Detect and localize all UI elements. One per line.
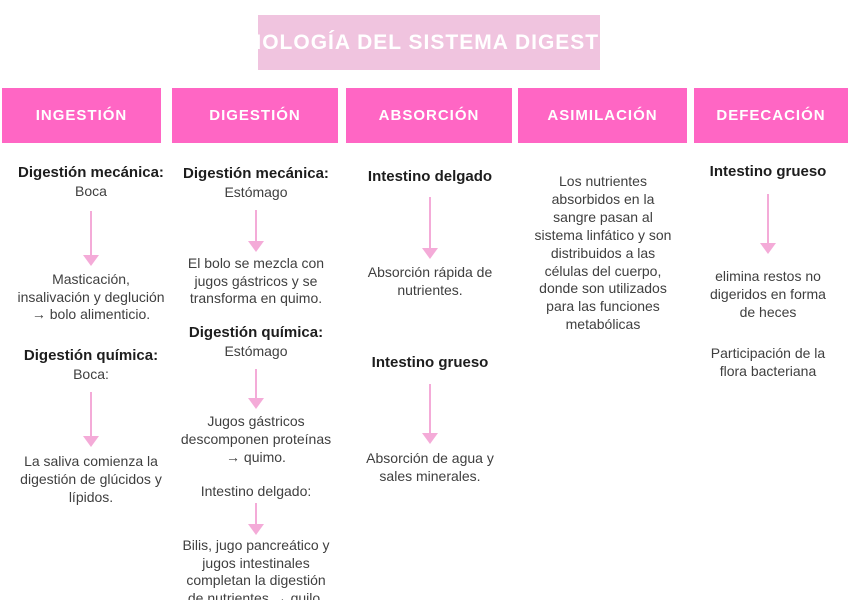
block-heading: Digestión mecánica:	[18, 164, 164, 181]
block-body: Jugos gástricos descomponen proteínas → …	[180, 413, 332, 465]
title-banner: FISIOLOGÍA DEL SISTEMA DIGESTIVO	[220, 15, 637, 70]
column-header-absorcion: ABSORCIÓN	[346, 88, 512, 143]
block-body: Absorción rápida de nutrientes.	[367, 263, 493, 298]
block-body: Los nutrientes absorbidos en la sangre p…	[534, 173, 672, 333]
block-subheading: Estómago	[224, 343, 288, 360]
block-body: Absorción de agua y sales minerales.	[366, 450, 494, 485]
block-body: La saliva comienza la digestión de glúci…	[20, 453, 162, 505]
column-header-ingestion: INGESTIÓN	[2, 88, 161, 143]
flow-block: Digestión mecánica: Estómago El bolo se …	[167, 165, 345, 308]
down-arrow-icon	[760, 193, 776, 254]
down-arrow-icon	[422, 196, 438, 259]
block-body: Bilis, jugo pancreático y jugos intestin…	[182, 536, 330, 600]
block-heading: Digestión mecánica:	[183, 165, 329, 182]
down-arrow-icon	[83, 210, 99, 266]
column-asimilacion: ASIMILACIÓN Los nutrientes absorbidos en…	[518, 88, 688, 334]
down-arrow-icon	[83, 392, 99, 448]
column-digestion: DIGESTIÓN Digestión mecánica: Estómago E…	[167, 88, 345, 600]
flow-block: Intestino grueso Absorción de agua y sal…	[346, 354, 514, 487]
block-label: Intestino delgado:	[200, 482, 312, 499]
flow-block: Intestino delgado: Bilis, jugo pancreáti…	[167, 483, 345, 600]
block-heading: Intestino grueso	[371, 353, 489, 371]
column-header-digestion: DIGESTIÓN	[172, 88, 338, 143]
block-body: Masticación, insalivación y deglución → …	[17, 270, 165, 323]
column-absorcion: ABSORCIÓN Intestino delgado Absorción rá…	[346, 88, 514, 486]
page-title: FISIOLOGÍA DEL SISTEMA DIGESTIVO	[219, 30, 639, 54]
column-defecacion: DEFECACIÓN Intestino grueso elimina rest…	[688, 88, 848, 381]
flow-block: Intestino grueso elimina restos no diger…	[688, 163, 848, 381]
down-arrow-icon	[248, 369, 264, 410]
block-body: El bolo se mezcla con jugos gástricos y …	[187, 254, 325, 307]
block-body: elimina restos no digeridos en forma de …	[710, 267, 826, 320]
block-heading: Digestión química:	[23, 347, 159, 365]
down-arrow-icon	[422, 384, 438, 445]
column-header-defecacion: DEFECACIÓN	[694, 88, 848, 143]
down-arrow-icon	[248, 502, 264, 535]
block-heading: Intestino delgado	[367, 168, 493, 185]
block-subheading: Boca	[75, 182, 107, 199]
flow-block: Digestión química: Boca: La saliva comie…	[0, 347, 182, 506]
block-subheading: Estómago	[224, 183, 288, 200]
flow-block: Digestión mecánica: Boca Masticación, in…	[0, 164, 182, 324]
block-heading: Intestino grueso	[709, 163, 827, 180]
block-subheading: Boca:	[73, 366, 109, 383]
column-ingestion: INGESTIÓN Digestión mecánica: Boca Masti…	[0, 88, 182, 507]
block-heading: Digestión química:	[188, 324, 324, 342]
flow-block: Digestión química: Estómago Jugos gástri…	[167, 324, 345, 466]
block-note: Participación de la flora bacteriana	[710, 345, 826, 380]
flow-block: Los nutrientes absorbidos en la sangre p…	[518, 173, 688, 334]
flow-block: Intestino delgado Absorción rápida de nu…	[346, 168, 514, 300]
column-header-asimilacion: ASIMILACIÓN	[518, 88, 687, 143]
down-arrow-icon	[248, 209, 264, 252]
